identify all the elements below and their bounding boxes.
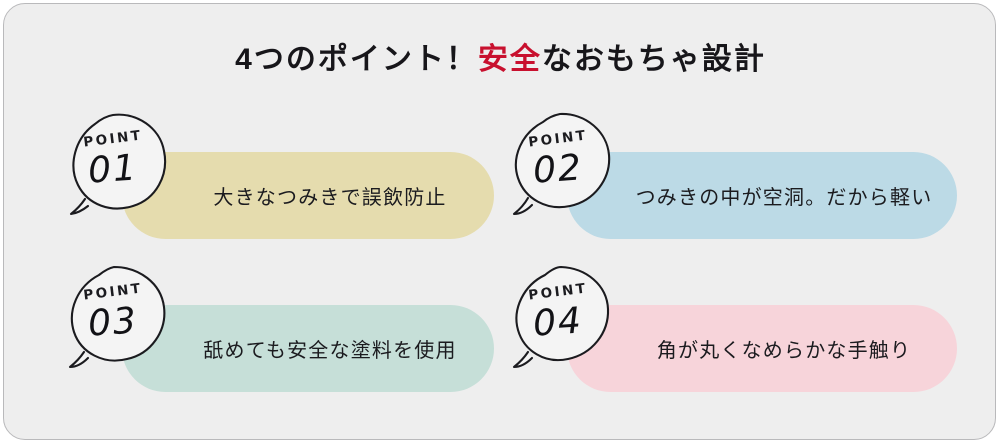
point-text-01: 大きなつみきで誤飲防止 [213, 187, 447, 209]
title-prefix: 4つのポイント！ [235, 43, 478, 76]
page-title: 4つのポイント！安全なおもちゃ設計 [4, 34, 995, 78]
speech-bubble-icon [69, 113, 167, 216]
point-pill-03: 舐めても安全な塗料を使用 [122, 305, 494, 392]
point-text-02: つみきの中が空洞。だから軽い [635, 187, 933, 209]
speech-bubble-icon [68, 265, 166, 369]
points-card: 4つのポイント！安全なおもちゃ設計 大きなつみきで誤飲防止 POINT 01 つ… [3, 3, 996, 440]
point-pill-04: 角が丸くなめらかな手触り [567, 305, 957, 392]
point-item-03: 舐めても安全な塗料を使用 POINT 03 [61, 262, 521, 392]
point-item-04: 角が丸くなめらかな手触り POINT 04 [506, 262, 966, 392]
point-text-04: 角が丸くなめらかな手触り [656, 340, 912, 362]
title-suffix: なおもちゃ設計 [541, 43, 766, 76]
point-badge-number-02: 02 [531, 147, 585, 192]
title-accent: 安全 [477, 43, 542, 76]
point-badge-02: POINT 02 [506, 109, 622, 225]
point-badge-03: POINT 03 [61, 262, 177, 378]
point-badge-04: POINT 04 [506, 262, 622, 378]
point-text-03: 舐めても安全な塗料を使用 [203, 340, 457, 362]
speech-bubble-icon [512, 112, 611, 216]
point-badge-number-01: 01 [86, 147, 140, 192]
speech-bubble-icon [512, 265, 610, 369]
point-item-02: つみきの中が空洞。だから軽い POINT 02 [506, 109, 966, 239]
point-pill-01: 大きなつみきで誤飲防止 [122, 152, 494, 239]
point-badge-number-03: 03 [86, 300, 140, 345]
point-badge-01: POINT 01 [61, 109, 177, 225]
point-item-01: 大きなつみきで誤飲防止 POINT 01 [61, 109, 521, 239]
point-pill-02: つみきの中が空洞。だから軽い [567, 152, 957, 239]
point-badge-number-04: 04 [531, 300, 585, 345]
